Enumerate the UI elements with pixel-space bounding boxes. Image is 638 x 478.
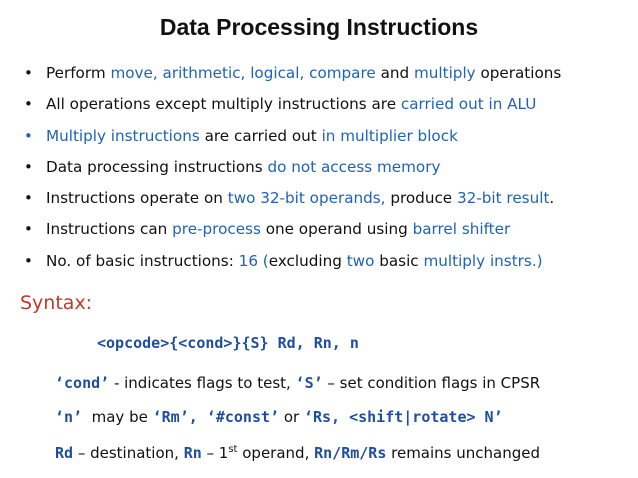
bullet-segment: multiply	[413, 64, 476, 82]
bullet-segment: one operand using	[260, 220, 413, 239]
bullet-segment: 32-bit result	[456, 189, 550, 208]
bullet-segment: carried out in ALU	[400, 95, 537, 114]
bullet-dot: •	[24, 157, 33, 176]
rn-text: – 1	[201, 444, 229, 462]
rmrs-code: Rn/Rm/Rs	[314, 444, 387, 462]
bullet-item: • Perform move, arithmetic, logical, comp…	[20, 62, 630, 93]
note-registers: Rd – destination, Rn – 1st operand, Rn/R…	[55, 444, 540, 462]
rmrs-text: remains unchanged	[386, 444, 540, 462]
bullet-dot: •	[24, 220, 33, 239]
bullet-item: • Instructions operate on two 32-bit oper…	[20, 187, 630, 218]
s-text: – set condition flags in CPSR	[322, 374, 541, 392]
bullet-list: • Perform move, arithmetic, logical, comp…	[20, 62, 630, 281]
syntax-label: Syntax:	[20, 292, 93, 314]
bullet-segment: 16 (	[238, 251, 269, 270]
bullet-dot: •	[24, 251, 33, 270]
note-cond-flags: ‘cond’ - indicates flags to test, ‘S’ – …	[55, 374, 540, 392]
bullet-segment: multiply instrs.)	[423, 251, 543, 270]
bullet-segment: All operations except multiply instructi…	[46, 95, 401, 114]
s-code: ‘S’	[295, 374, 323, 392]
syntax-line: <opcode>{<cond>}{S} Rd, Rn, n	[97, 334, 359, 352]
cond-text: - indicates flags to test,	[109, 374, 296, 392]
bullet-segment: No. of basic instructions:	[46, 251, 239, 270]
bullet-segment: pre-process	[172, 220, 261, 239]
bullet-item: • No. of basic instructions: 16 (excludin…	[20, 250, 630, 281]
rm-const-code: ‘Rm’, ‘#const’	[152, 408, 280, 426]
n-code: ‘n’	[55, 408, 83, 426]
slide-title: Data Processing Instructions	[159, 14, 479, 40]
bullet-dot: •	[24, 189, 33, 208]
bullet-segment: are carried out	[199, 126, 322, 145]
bullet-segment: excluding	[268, 251, 347, 270]
bullet-segment: barrel shifter	[412, 220, 511, 239]
n-text1: may be	[82, 408, 153, 426]
bullet-segment: two 32-bit operands,	[227, 189, 386, 208]
bullet-item: • Data processing instructions do not acc…	[20, 156, 630, 187]
bullet-segment: Instructions can	[46, 220, 173, 239]
n-text2: or	[279, 408, 304, 426]
rd-text: – destination,	[73, 444, 184, 462]
bullet-segment: move, arithmetic, logical, compare	[110, 64, 376, 82]
bullet-segment: in multiplier block	[321, 126, 458, 145]
bullet-item: • All operations except multiply instruct…	[20, 93, 630, 124]
bullet-segment: produce	[385, 189, 457, 208]
bullet-segment: Multiply instructions	[46, 126, 200, 145]
note-n-operand: ‘n’ may be ‘Rm’, ‘#const’ or ‘Rs, <shift…	[55, 408, 503, 426]
rn-superscript: st	[228, 444, 238, 455]
bullet-segment: Data processing instructions	[46, 157, 268, 176]
rn-code: Rn	[183, 444, 202, 462]
bullet-dot: •	[24, 126, 33, 145]
bullet-segment: two	[346, 251, 375, 270]
bullet-segment: Instructions operate on	[46, 189, 228, 208]
bullet-item: • Instructions can pre-process one operan…	[20, 218, 630, 249]
rd-code: Rd	[55, 444, 74, 462]
bullet-segment: Perform	[46, 64, 111, 82]
bullet-dot: •	[24, 95, 33, 114]
bullet-dot: •	[24, 64, 33, 82]
bullet-segment: .	[549, 189, 555, 208]
rn-text2: operand,	[237, 444, 315, 462]
bullet-segment: basic	[374, 251, 424, 270]
cond-code: ‘cond’	[55, 374, 110, 392]
bullet-segment: operations	[475, 64, 562, 82]
rs-shift-code: ‘Rs, <shift|rotate> N’	[303, 408, 503, 426]
bullet-item: • Multiply instructions are carried out i…	[20, 125, 630, 156]
bullet-segment: and	[375, 64, 414, 82]
bullet-segment: do not access memory	[267, 157, 441, 176]
